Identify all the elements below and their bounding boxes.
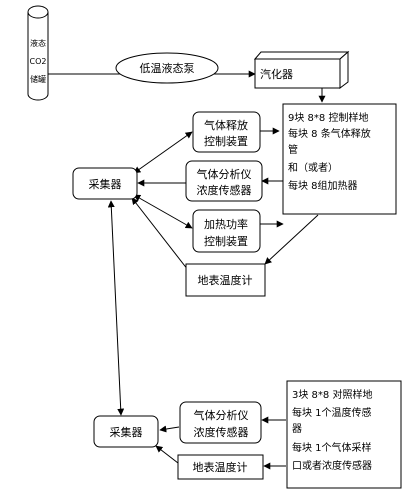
collector-bottom-label: 采集器 (110, 425, 143, 439)
heating-line-1: 加热功率 (204, 217, 248, 231)
heating-controller: 加热功率 控制装置 (192, 209, 261, 253)
gas-release-line-1: 气体释放 (204, 118, 248, 132)
collector-bottom: 采集器 (93, 415, 159, 448)
edge-thermo-to-collector-top (131, 197, 189, 271)
control-line-3: 器 (292, 423, 302, 435)
tank-label-2: CO2 (30, 57, 47, 66)
plot-line-1: 9块 8*8 控制样地 (288, 111, 368, 124)
edge-thermo-bottom-to-collector (155, 445, 179, 464)
gas-analyzer-top-line-2: 浓度传感器 (197, 183, 252, 197)
gas-analyzer-top-line-1: 气体分析仪 (197, 167, 252, 181)
heating-line-2: 控制装置 (204, 234, 248, 248)
plot-line-4: 和（或者） (288, 162, 338, 174)
surface-thermo-bottom-label: 地表温度计 (193, 460, 248, 474)
tank-label-1: 液态 (30, 38, 46, 48)
surface-thermometer-top: 地表温度计 (185, 263, 266, 297)
collector-top: 采集器 (72, 167, 138, 200)
vaporizer: 汽化器 (253, 50, 350, 89)
control-line-2: 每块 1个温度传感 (292, 406, 372, 419)
vaporizer-label: 汽化器 (260, 67, 293, 81)
control-line-5: 口或者浓度传感器 (292, 459, 372, 472)
pump-label: 低温液态泵 (140, 61, 195, 75)
control-plot-box: 3块 8*8 对照样地 每块 1个温度传感 器 每块 1个气体采样 口或者浓度传… (286, 380, 402, 489)
surface-thermometer-bottom: 地表温度计 (177, 454, 264, 480)
collector-top-label: 采集器 (89, 177, 122, 191)
co2-tank: 液态 CO2 储罐 (27, 5, 49, 101)
edges (47, 70, 326, 470)
edge-collector-gasrelease (133, 131, 193, 174)
surface-thermo-top-label: 地表温度计 (198, 273, 253, 287)
edge-collector-collector (107, 200, 125, 416)
plot-line-2: 每块 8 条气体释放 (288, 127, 371, 140)
edge-plot-to-thermo-top (264, 214, 319, 265)
gas-analyzer-bottom-line-2: 浓度传感器 (194, 425, 249, 439)
plot-line-3: 管 (288, 143, 298, 156)
edge-collector-heating (133, 194, 193, 229)
control-line-4: 每块 1个气体采样 (292, 441, 372, 454)
tank-label-3: 储罐 (30, 74, 46, 84)
cryogenic-pump: 低温液态泵 (115, 52, 219, 84)
gas-analyzer-bottom-line-1: 气体分析仪 (194, 408, 249, 422)
gas-analyzer-top: 气体分析仪 浓度传感器 (185, 160, 263, 202)
edge-analyzer-bottom-to-collector (159, 425, 180, 433)
gas-release-controller: 气体释放 控制装置 (192, 111, 261, 153)
control-line-1: 3块 8*8 对照样地 (292, 388, 372, 401)
gas-analyzer-bottom: 气体分析仪 浓度传感器 (179, 401, 262, 444)
experimental-plot-box: 9块 8*8 控制样地 每块 8 条气体释放 管 和（或者） 每块 8组加热器 (282, 103, 397, 215)
plot-line-5: 每块 8组加热器 (288, 179, 358, 192)
gas-release-line-2: 控制装置 (204, 134, 248, 148)
